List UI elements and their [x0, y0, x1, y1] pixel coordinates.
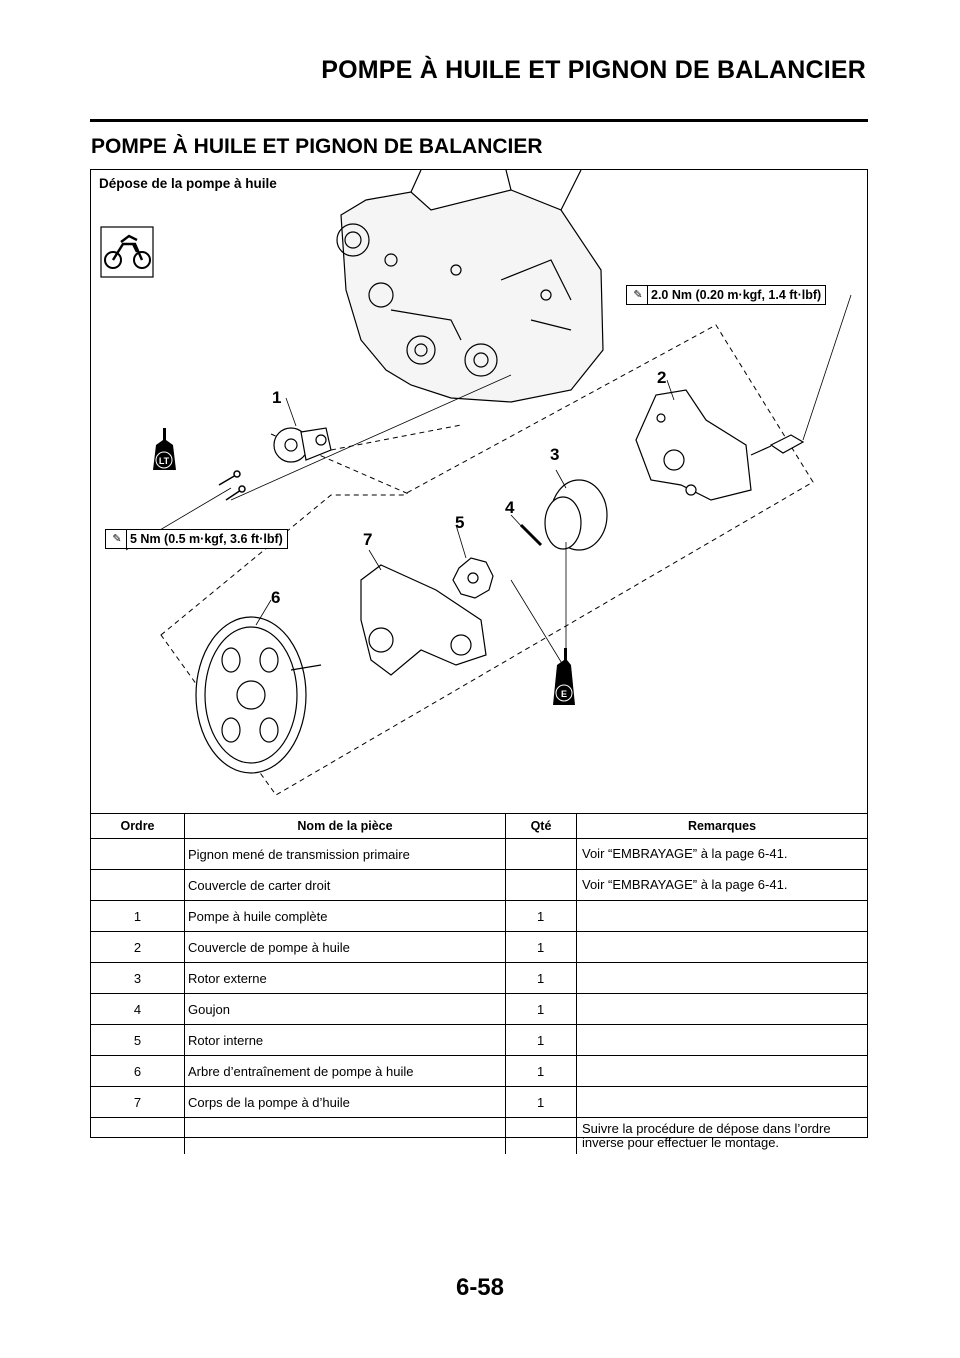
cell-order — [91, 838, 185, 870]
cell-qty: 1 — [505, 993, 577, 1025]
cell-part-name: Couvercle de carter droit — [184, 869, 506, 901]
column-header-remarks: Remarques — [576, 813, 867, 839]
cell-qty: 1 — [505, 900, 577, 932]
torque-spec-pump-bolts: ✎ 5 Nm (0.5 m·kgf, 3.6 ft·lbf) — [105, 529, 288, 549]
dowel-pin-drawing — [519, 523, 543, 547]
cell-qty: 1 — [505, 1024, 577, 1056]
cell-remarks — [576, 931, 867, 963]
parts-table-header: Ordre Nom de la pièce Qté Remarques — [91, 813, 867, 839]
cell-order — [91, 1117, 185, 1154]
cell-qty — [505, 838, 577, 870]
threadlock-lt-icon: LT — [153, 428, 176, 470]
column-header-part-name: Nom de la pièce — [184, 813, 506, 839]
table-row: Suivre la procédure de dépose dans l’ord… — [91, 1117, 867, 1154]
cell-qty: 1 — [505, 1055, 577, 1087]
callout-3: 3 — [550, 445, 560, 464]
engine-oil-e-icon: E — [553, 648, 575, 705]
table-row: 2 Couvercle de pompe à huile 1 — [91, 931, 867, 963]
engine-block-drawing — [336, 170, 604, 403]
cell-qty — [505, 1117, 577, 1154]
oil-pump-assembly-drawing — [273, 427, 332, 463]
cell-remarks — [576, 900, 867, 932]
torque-spec-cover-bolt-text: 2.0 Nm (0.20 m·kgf, 1.4 ft·lbf) — [651, 288, 822, 302]
cell-part-name: Arbre d’entraînement de pompe à huile — [184, 1055, 506, 1087]
cell-order: 3 — [91, 962, 185, 994]
cell-remarks — [576, 993, 867, 1025]
header-rule — [90, 119, 868, 122]
cell-part-name: Rotor externe — [184, 962, 506, 994]
cell-part-name: Pignon mené de transmission primaire — [184, 838, 506, 870]
oil-pump-cover-drawing — [635, 389, 752, 501]
cell-order: 6 — [91, 1055, 185, 1087]
cell-part-name — [184, 1117, 506, 1154]
torque-wrench-icon: ✎ — [108, 530, 127, 548]
table-row: 5 Rotor interne 1 — [91, 1024, 867, 1056]
column-header-order: Ordre — [91, 813, 185, 839]
cell-remarks: Voir “EMBRAYAGE” à la page 6-41. — [576, 838, 867, 870]
callout-7: 7 — [363, 530, 373, 549]
drive-gear-drawing — [195, 616, 322, 774]
cell-order: 4 — [91, 993, 185, 1025]
motorcycle-icon — [100, 226, 154, 278]
cell-part-name: Pompe à huile complète — [184, 900, 506, 932]
cell-part-name: Corps de la pompe à d’huile — [184, 1086, 506, 1118]
parts-table: Ordre Nom de la pièce Qté Remarques Pign… — [91, 813, 867, 1154]
cell-remarks — [576, 1086, 867, 1118]
torque-spec-pump-bolts-text: 5 Nm (0.5 m·kgf, 3.6 ft·lbf) — [130, 532, 283, 546]
callout-4: 4 — [505, 498, 515, 517]
diagram-frame: Dépose de la pompe à huile — [90, 169, 868, 1154]
engine-oil-e-label: E — [561, 689, 567, 699]
cell-qty — [505, 869, 577, 901]
cell-order: 5 — [91, 1024, 185, 1056]
cell-part-name: Couvercle de pompe à huile — [184, 931, 506, 963]
column-header-qty: Qté — [505, 813, 577, 839]
inner-rotor-drawing — [452, 557, 494, 599]
cell-part-name: Goujon — [184, 993, 506, 1025]
threadlock-lt-label: LT — [159, 456, 170, 466]
table-row: 3 Rotor externe 1 — [91, 962, 867, 994]
cell-remarks — [576, 962, 867, 994]
cell-remarks — [576, 1055, 867, 1087]
cell-order — [91, 869, 185, 901]
callout-1: 1 — [272, 388, 282, 407]
bolts-left-drawing — [218, 470, 246, 501]
section-title: POMPE À HUILE ET PIGNON DE BALANCIER — [91, 135, 543, 158]
cell-qty: 1 — [505, 931, 577, 963]
table-row: 1 Pompe à huile complète 1 — [91, 900, 867, 932]
torque-wrench-icon: ✎ — [629, 286, 648, 304]
torque-spec-cover-bolt: ✎ 2.0 Nm (0.20 m·kgf, 1.4 ft·lbf) — [626, 285, 827, 305]
table-row: Couvercle de carter droit Voir “EMBRAYAG… — [91, 869, 867, 901]
bolt-right-drawing — [750, 434, 805, 456]
diagram-title: Dépose de la pompe à huile — [99, 176, 277, 191]
page-header-title: POMPE À HUILE ET PIGNON DE BALANCIER — [321, 56, 866, 84]
cell-qty: 1 — [505, 962, 577, 994]
table-row: 4 Goujon 1 — [91, 993, 867, 1025]
pump-body-drawing — [360, 564, 487, 676]
page-number: 6-58 — [455, 1274, 505, 1301]
table-row: Pignon mené de transmission primaire Voi… — [91, 838, 867, 870]
callout-5: 5 — [455, 513, 465, 532]
cell-order: 7 — [91, 1086, 185, 1118]
cell-part-name: Rotor interne — [184, 1024, 506, 1056]
cell-order: 2 — [91, 931, 185, 963]
exploded-view-diagram: LT E — [100, 170, 852, 796]
cell-remarks: Voir “EMBRAYAGE” à la page 6-41. — [576, 869, 867, 901]
cell-order: 1 — [91, 900, 185, 932]
outer-rotor-drawing — [544, 479, 608, 551]
table-row: 7 Corps de la pompe à d’huile 1 — [91, 1086, 867, 1118]
cell-remarks — [576, 1024, 867, 1056]
table-row: 6 Arbre d’entraînement de pompe à huile … — [91, 1055, 867, 1087]
callout-2: 2 — [657, 368, 667, 387]
callout-6: 6 — [271, 588, 281, 607]
cell-remarks: Suivre la procédure de dépose dans l’ord… — [576, 1117, 867, 1154]
cell-qty: 1 — [505, 1086, 577, 1118]
